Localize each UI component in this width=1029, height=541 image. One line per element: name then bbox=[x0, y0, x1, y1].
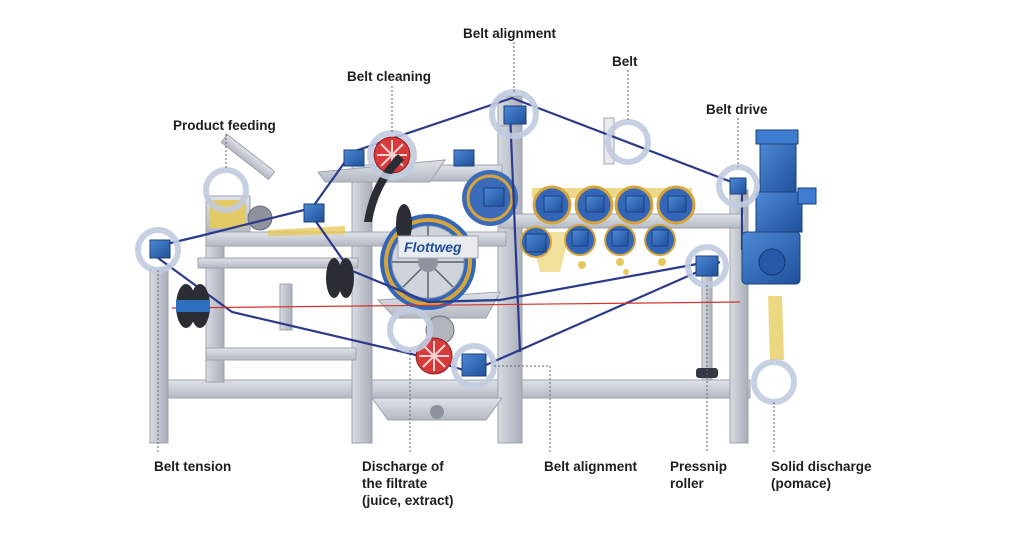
red-wheels bbox=[364, 136, 453, 375]
logo-plate: Flottweg bbox=[397, 235, 479, 259]
label-solid-discharge: Solid discharge (pomace) bbox=[771, 459, 872, 491]
belt-tension-line bbox=[171, 301, 741, 309]
label-belt-drive: Belt drive bbox=[706, 102, 768, 117]
label-belt-alignment-bottom: Belt alignment bbox=[544, 459, 638, 474]
leader-lines bbox=[157, 42, 775, 452]
ring-belt-cleaning bbox=[367, 130, 417, 180]
ring-belt bbox=[605, 119, 651, 165]
belt-drive-motor bbox=[741, 129, 817, 285]
label-belt-cleaning: Belt cleaning bbox=[347, 69, 432, 84]
label-belt: Belt bbox=[612, 54, 638, 69]
label-discharge-filtrate: Discharge of the filtrate (juice, extrac… bbox=[362, 459, 454, 508]
ring-product-feeding bbox=[203, 167, 249, 213]
ring-solid-discharge bbox=[751, 359, 797, 405]
label-pressnip-roller: Pressnip roller bbox=[670, 459, 728, 491]
label-belt-tension: Belt tension bbox=[154, 459, 232, 474]
logo-text: Flottweg bbox=[404, 239, 462, 255]
label-product-feeding: Product feeding bbox=[173, 118, 276, 133]
bearing-blocks bbox=[149, 105, 747, 377]
label-belt-alignment-top: Belt alignment bbox=[463, 26, 557, 41]
pneumatic-bellows bbox=[176, 204, 412, 328]
perforated-drum bbox=[380, 214, 476, 310]
